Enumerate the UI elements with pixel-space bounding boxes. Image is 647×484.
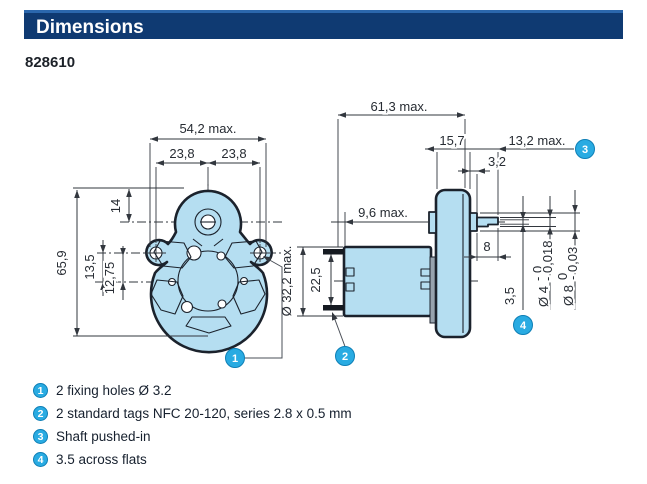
legend-text-2: 2 standard tags NFC 20-120, series 2.8 x… bbox=[56, 406, 352, 421]
legend-badge-2: 2 bbox=[33, 406, 48, 421]
dim-side-tag-span: 22,5 bbox=[308, 267, 323, 292]
callout-2 bbox=[335, 346, 355, 366]
legend-item-fixing-holes: 1 2 fixing holes Ø 3.2 bbox=[33, 383, 352, 398]
dim-side-shaft-len: 8 bbox=[483, 239, 490, 254]
output-shaft bbox=[476, 216, 499, 228]
dim-side-boss: 3,2 bbox=[488, 154, 506, 169]
callout-4 bbox=[513, 315, 533, 335]
dim-side-shaft-out: 13,2 max. bbox=[508, 133, 565, 148]
dim-shaft-dia4-label: Ø 4 - 0 - 0,018 bbox=[528, 239, 557, 309]
terminal-tag-top bbox=[323, 249, 344, 255]
dim-front-mid: 13,5 bbox=[82, 254, 97, 279]
dim-side-flats: 3,5 bbox=[502, 287, 517, 305]
side-view-dimensions: 61,3 max. 15,7 13,2 max. 3,2 9,6 max. bbox=[277, 97, 582, 318]
page-title: Dimensions bbox=[36, 17, 144, 38]
part-number: 828610 bbox=[25, 54, 76, 71]
front-view-dimensions: 54,2 max. 23,8 23,8 14 65,9 bbox=[54, 121, 267, 337]
dim-front-hole-left: 23,8 bbox=[169, 146, 194, 161]
legend: 1 2 fixing holes Ø 3.2 2 2 standard tags… bbox=[33, 383, 352, 475]
dim-side-gearbox-width: 15,7 bbox=[439, 133, 464, 148]
dim-side-motor-dia: Ø 32,2 max. bbox=[279, 246, 294, 317]
dia8-lower-tol: - 0,03 bbox=[565, 247, 580, 280]
dim-front-hole-right: 23,8 bbox=[221, 146, 246, 161]
callout-4-number: 4 bbox=[520, 320, 527, 332]
legend-item-across-flats: 4 3.5 across flats bbox=[33, 452, 352, 467]
legend-item-standard-tags: 2 2 standard tags NFC 20-120, series 2.8… bbox=[33, 406, 352, 421]
callout-1-number: 1 bbox=[232, 353, 238, 365]
front-view bbox=[95, 184, 284, 354]
dim-front-width: 54,2 max. bbox=[179, 121, 236, 136]
legend-item-shaft-pushed-in: 3 Shaft pushed-in bbox=[33, 429, 352, 444]
output-boss bbox=[469, 212, 478, 232]
side-view bbox=[323, 188, 506, 339]
callout-1 bbox=[225, 348, 245, 368]
dim-front-low: 12,75 bbox=[102, 262, 117, 295]
dim-side-length: 61,3 max. bbox=[370, 99, 427, 114]
callout-3 bbox=[575, 139, 595, 159]
dia4-upper-tol: - 0 bbox=[530, 266, 545, 281]
bearing-tab bbox=[428, 211, 437, 234]
callout-2-number: 2 bbox=[342, 351, 348, 363]
callout-3-number: 3 bbox=[582, 144, 588, 156]
dim-shaft-dia8-label: Ø 8 0 - 0,03 bbox=[553, 245, 582, 308]
dim-front-height: 65,9 bbox=[54, 250, 69, 275]
motor-body bbox=[342, 245, 433, 318]
callout-markers: 1 2 3 4 bbox=[225, 139, 595, 368]
worm-shaft-boss bbox=[194, 208, 222, 236]
legend-text-4: 3.5 across flats bbox=[56, 452, 147, 467]
section-header: Dimensions bbox=[24, 10, 623, 39]
dia8-upper-tol: 0 bbox=[555, 273, 570, 280]
terminal-tag-bottom bbox=[323, 305, 344, 311]
gearbox-body-side bbox=[434, 188, 472, 339]
legend-badge-3: 3 bbox=[33, 429, 48, 444]
legend-text-3: Shaft pushed-in bbox=[56, 429, 151, 444]
dim-side-rear: 9,6 max. bbox=[358, 205, 408, 220]
dia8-base: Ø 8 bbox=[561, 285, 576, 306]
legend-text-1: 2 fixing holes Ø 3.2 bbox=[56, 383, 172, 398]
dia4-lower-tol: - 0,018 bbox=[540, 241, 555, 281]
legend-badge-4: 4 bbox=[33, 452, 48, 467]
dia4-base: Ø 4 bbox=[536, 286, 551, 307]
legend-badge-1: 1 bbox=[33, 383, 48, 398]
main-gear-circle bbox=[177, 250, 239, 312]
dim-front-top: 14 bbox=[108, 199, 123, 213]
